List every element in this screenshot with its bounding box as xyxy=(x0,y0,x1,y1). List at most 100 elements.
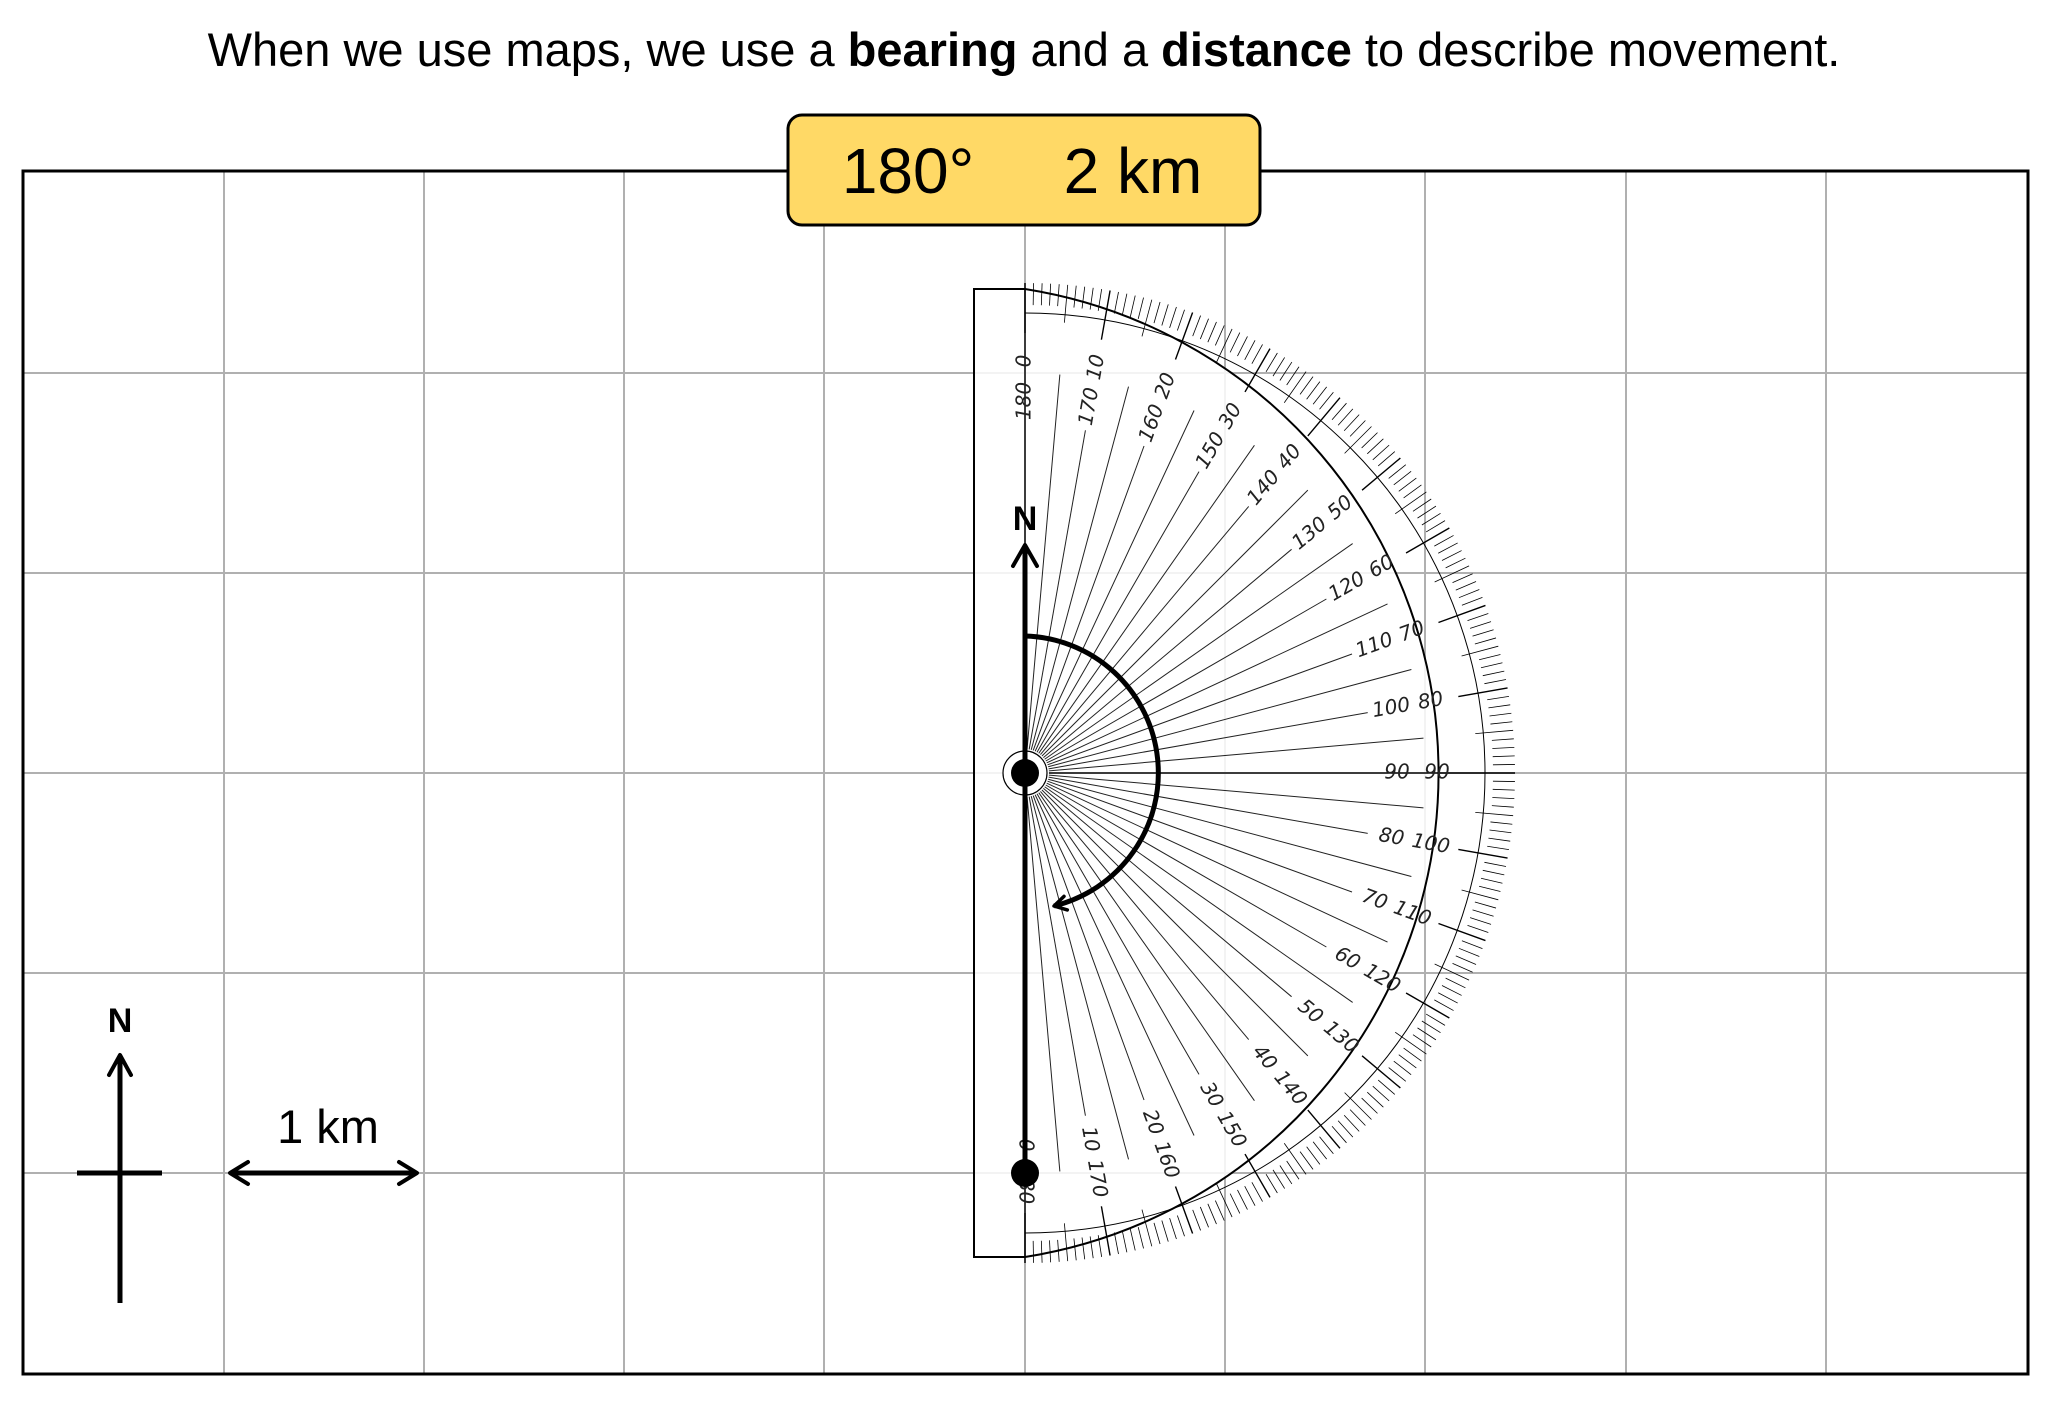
protractor-tick xyxy=(1174,312,1194,360)
protractor-tick xyxy=(1272,1169,1285,1189)
protractor-tick xyxy=(1192,315,1201,337)
protractor-tick xyxy=(1057,284,1060,307)
protractor-tick xyxy=(1398,1054,1417,1069)
protractor-outer-number: 10 xyxy=(1081,352,1109,381)
protractor-tick xyxy=(1100,1206,1111,1256)
protractor-tick xyxy=(1121,293,1128,316)
protractor-tick xyxy=(1452,962,1473,973)
protractor-tick xyxy=(1487,845,1510,851)
protractor-guide-line xyxy=(1036,793,1200,1075)
protractor-tick xyxy=(1441,985,1462,996)
protractor-tick xyxy=(1129,1228,1136,1251)
protractor-tick xyxy=(1097,1235,1103,1258)
protractor-tick xyxy=(1174,1186,1194,1234)
protractor-tick xyxy=(1331,402,1347,421)
protractor-tick xyxy=(1474,901,1497,909)
protractor-tick xyxy=(1461,597,1483,606)
protractor-tick xyxy=(1283,1143,1307,1175)
protractor-tick xyxy=(1492,755,1515,758)
protractor-tick xyxy=(1344,1092,1372,1120)
protractor-tick xyxy=(1100,290,1111,340)
protractor-tick xyxy=(1482,869,1505,876)
protractor-guide-line xyxy=(1044,543,1353,760)
protractor-guide-line xyxy=(1032,445,1145,751)
protractor-tick xyxy=(1349,420,1366,437)
protractor-tick xyxy=(1458,848,1508,859)
protractor-tick xyxy=(1458,687,1508,698)
protractor-tick xyxy=(1469,917,1492,925)
bearing-distance-badge: 180° 2 km xyxy=(786,113,1262,227)
protractor-tick xyxy=(1121,1230,1128,1253)
protractor-tick xyxy=(1475,729,1514,735)
protractor-tick xyxy=(1161,1220,1169,1242)
compass-north-indicator: N xyxy=(77,1002,162,1303)
protractor-tick xyxy=(1137,297,1144,319)
protractor-tick xyxy=(1492,788,1515,791)
protractor-tick xyxy=(1237,336,1248,357)
protractor-tick xyxy=(1438,542,1458,554)
protractor-tick xyxy=(1299,1151,1314,1170)
protractor-tick xyxy=(1425,520,1446,533)
badge-bearing: 180° xyxy=(842,135,974,207)
protractor-guide-line xyxy=(1026,374,1061,750)
protractor-tick xyxy=(1089,1236,1094,1259)
protractor-tick xyxy=(1129,295,1136,318)
protractor-tick xyxy=(1153,1222,1161,1245)
protractor-tick xyxy=(1215,1182,1233,1218)
protractor-inner-number: 80 xyxy=(1377,822,1406,850)
protractor-tick xyxy=(1073,285,1077,308)
scale-label: 1 km xyxy=(277,1100,379,1153)
protractor-tick xyxy=(1312,386,1327,405)
protractor-guide-line xyxy=(1041,489,1309,757)
north-arrowhead xyxy=(1011,543,1039,568)
protractor-guide-line xyxy=(1048,778,1412,878)
protractor-guide-line xyxy=(1030,386,1130,750)
protractor-tick xyxy=(1361,1055,1401,1089)
protractor-tick xyxy=(1279,361,1293,381)
protractor-tick xyxy=(1337,1120,1354,1138)
protractor-tick xyxy=(1307,397,1341,437)
protractor-guide-line xyxy=(1040,791,1250,1040)
protractor-tick xyxy=(1467,924,1489,933)
protractor-tick xyxy=(1403,1047,1422,1062)
protractor-tick xyxy=(1412,1034,1432,1048)
protractor-tick xyxy=(1349,1109,1366,1126)
protractor-tick xyxy=(1244,340,1256,360)
protractor-guide-line xyxy=(1048,774,1424,809)
protractor-tick xyxy=(1307,1109,1341,1149)
protractor-tick xyxy=(1057,1239,1060,1262)
protractor-inner-number: 180 xyxy=(1012,382,1036,420)
protractor-tick xyxy=(1488,704,1511,709)
protractor-guide-line xyxy=(1028,796,1086,1116)
protractor-tick xyxy=(1489,712,1512,717)
protractor-guide-line xyxy=(1048,737,1424,772)
protractor-tick xyxy=(1141,1209,1153,1247)
protractor-tick xyxy=(1207,1203,1217,1225)
protractor-tick xyxy=(1113,291,1119,314)
protractor-tick xyxy=(1215,328,1233,364)
protractor-tick xyxy=(1479,885,1501,892)
protractor-tick xyxy=(1344,426,1372,454)
protractor-tick xyxy=(1097,288,1103,311)
protractor-tick xyxy=(1199,318,1209,340)
protractor-tick xyxy=(1372,1085,1390,1102)
protractor-guide-line xyxy=(1030,796,1130,1160)
protractor-tick xyxy=(1445,977,1466,989)
protractor-tick xyxy=(1063,1223,1069,1262)
protractor-tick xyxy=(1434,999,1454,1011)
protractor-guide-line xyxy=(1047,780,1353,893)
protractor-tick xyxy=(1279,1165,1293,1185)
protractor-tick xyxy=(1229,1193,1241,1214)
protractor-tick xyxy=(1137,1227,1144,1249)
protractor-tick xyxy=(1251,344,1263,364)
protractor-tick xyxy=(1251,1182,1263,1202)
protractor-tick xyxy=(1455,955,1477,965)
protractor-tick xyxy=(1207,321,1217,343)
protractor-tick xyxy=(1434,963,1470,981)
protractor-tick xyxy=(1331,1125,1347,1144)
protractor-tick xyxy=(1192,1209,1201,1231)
protractor-tick xyxy=(1421,1020,1441,1033)
protractor-tick xyxy=(1458,589,1480,599)
protractor-tick xyxy=(1445,557,1466,569)
